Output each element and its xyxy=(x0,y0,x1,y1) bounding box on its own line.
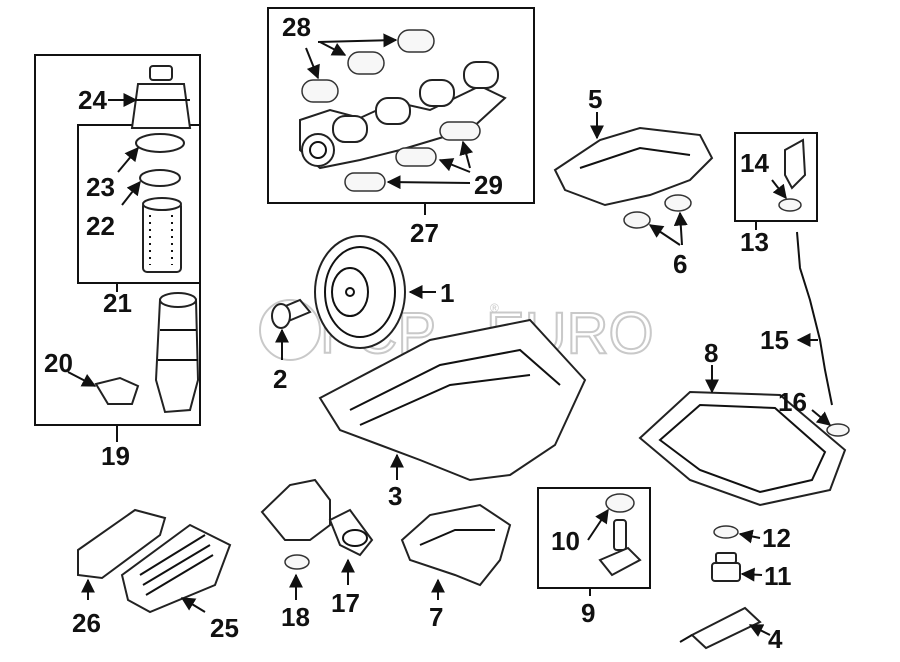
part-8-lower-oil-pan xyxy=(638,390,847,507)
callout-16: 16 xyxy=(778,387,807,417)
part-15-dipstick-tube xyxy=(796,231,833,406)
callout-numbers: 24 23 22 21 20 19 28 29 27 5 6 14 13 15 … xyxy=(44,12,807,654)
part-23-seal-ring xyxy=(135,133,185,153)
callout-9: 9 xyxy=(581,598,595,628)
callout-15: 15 xyxy=(760,325,789,355)
part-3-upper-oil-pan xyxy=(318,318,587,482)
group-box-9 xyxy=(537,487,651,589)
part-2-pulley-bolt xyxy=(271,298,312,329)
part-6-o-ring-b xyxy=(664,194,692,212)
callout-17: 17 xyxy=(331,588,360,618)
callout-25: 25 xyxy=(210,613,239,643)
callout-11: 11 xyxy=(764,561,792,591)
part-13-seal-ring xyxy=(778,198,802,212)
part-26-cooler-gasket xyxy=(77,508,167,580)
part-20-gasket xyxy=(94,376,140,405)
part-9-oil-level-sensor xyxy=(598,519,642,577)
callout-4: 4 xyxy=(768,624,783,654)
filter-housing-body xyxy=(154,292,200,414)
part-17-oil-pump xyxy=(260,478,374,557)
watermark-logo-icon xyxy=(259,299,321,361)
part-12-washer xyxy=(713,525,739,539)
callout-14: 14 xyxy=(740,148,769,178)
part-6-o-ring-a xyxy=(623,211,651,229)
callout-20: 20 xyxy=(44,348,73,378)
callout-19: 19 xyxy=(101,441,130,471)
callout-2: 2 xyxy=(273,364,287,394)
leader-lines xyxy=(67,33,832,637)
callout-3: 3 xyxy=(388,481,402,511)
part-24-filter-cap xyxy=(130,65,192,129)
part-4-sealant-tube xyxy=(679,606,762,650)
part-14-dipstick-cap xyxy=(784,138,807,190)
watermark-registered-mark: ® xyxy=(490,301,499,315)
part-27-intake-manifold xyxy=(299,61,507,170)
callout-27: 27 xyxy=(410,218,439,248)
callout-12: 12 xyxy=(762,523,791,553)
group-box-27 xyxy=(267,7,535,204)
part-11-drain-plug xyxy=(711,552,741,582)
part-29-gasket-b xyxy=(395,147,437,167)
callout-18: 18 xyxy=(281,602,310,632)
part-28-gasket-c xyxy=(397,29,435,53)
part-25-oil-cooler xyxy=(120,523,232,614)
callout-22: 22 xyxy=(86,211,115,241)
part-29-gasket-c xyxy=(439,121,481,141)
part-18-o-ring xyxy=(284,554,310,570)
callout-13: 13 xyxy=(740,227,769,257)
group-box-13 xyxy=(734,132,818,222)
part-7-baffle xyxy=(400,503,512,587)
part-29-gasket-a xyxy=(344,172,386,192)
callout-8: 8 xyxy=(704,338,718,368)
callout-29: 29 xyxy=(474,170,503,200)
callout-6: 6 xyxy=(673,249,687,279)
part-5-engine-cover xyxy=(553,126,714,207)
callout-7: 7 xyxy=(429,602,443,632)
part-10-o-ring xyxy=(605,493,635,513)
part-16-o-ring xyxy=(826,423,850,437)
callout-28: 28 xyxy=(282,12,311,42)
callout-21: 21 xyxy=(103,288,132,318)
part-28-gasket-b xyxy=(347,51,385,75)
callout-10: 10 xyxy=(551,526,580,556)
callout-24: 24 xyxy=(78,85,107,115)
part-1-crankshaft-pulley xyxy=(314,235,406,349)
callout-1: 1 xyxy=(440,278,454,308)
part-22-seal-ring xyxy=(139,169,181,187)
callout-5: 5 xyxy=(588,84,602,114)
callout-23: 23 xyxy=(86,172,115,202)
callout-26: 26 xyxy=(72,608,101,638)
part-28-gasket-a xyxy=(301,79,339,103)
filter-element xyxy=(142,197,182,273)
